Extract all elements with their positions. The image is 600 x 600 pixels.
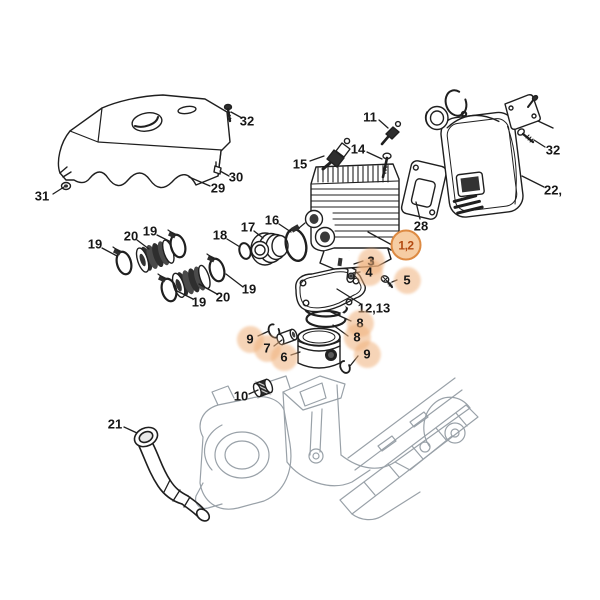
part-number: 19 (87, 236, 103, 252)
part-number: 1,2 (398, 238, 414, 252)
part-callout-32[interactable]: 32 (546, 143, 560, 158)
screw-5-drawing (380, 275, 394, 289)
engine-cover-drawing (57, 94, 231, 189)
part-callout-19[interactable]: 19 (242, 282, 256, 297)
part-callout-20[interactable]: 20 (124, 229, 138, 244)
part-number: 10 (233, 388, 249, 404)
muffler-drawing (440, 111, 524, 218)
part-number: 7 (263, 340, 271, 356)
muffler-clamp-ring-drawing (444, 89, 468, 118)
bolt-32-right-drawing (517, 128, 535, 144)
crankcase-drawing (195, 375, 479, 521)
clamp-19-a-drawing (112, 246, 133, 276)
part-callout-7[interactable]: 7 (263, 341, 270, 356)
part-callout-15[interactable]: 15 (293, 157, 307, 172)
part-number: 4 (365, 264, 373, 280)
part-callout-28[interactable]: 28 (414, 219, 428, 234)
clamp-16-drawing (284, 222, 308, 262)
part-number: 30 (228, 169, 244, 185)
part-number: 19 (241, 281, 257, 297)
part-number: 15 (292, 156, 308, 172)
part-callout-19[interactable]: 19 (143, 224, 157, 239)
part-callout-5[interactable]: 5 (403, 273, 410, 288)
clamp-19-c-drawing (157, 273, 178, 303)
elbow-boot-drawing (250, 232, 289, 266)
part-callout-20[interactable]: 20 (216, 290, 230, 305)
screw-32-left-drawing (223, 103, 233, 123)
part-callout-9[interactable]: 9 (246, 332, 253, 347)
part-callout-32[interactable]: 32 (240, 114, 254, 129)
muffler-gasket-drawing (400, 160, 448, 220)
part-number: 14 (350, 141, 366, 157)
part-callout-11[interactable]: 11 (363, 110, 377, 125)
part-callout-1-2[interactable]: 1,2 (390, 229, 422, 261)
decomp-valve-drawing (380, 120, 402, 146)
part-number: 28 (413, 218, 429, 234)
part-callout-19[interactable]: 19 (88, 237, 102, 252)
bolt-14-drawing (381, 152, 392, 179)
spark-plug-drawing (321, 137, 351, 171)
part-callout-14[interactable]: 14 (351, 142, 365, 157)
hose-lower-drawing (171, 264, 211, 299)
part-number: 11 (363, 109, 377, 125)
hose-21-drawing (133, 426, 211, 522)
clip-30-drawing (213, 161, 222, 175)
part-number: 20 (123, 228, 139, 244)
part-number: 19 (191, 294, 207, 310)
piston-drawing (297, 327, 341, 369)
part-callout-18[interactable]: 18 (213, 228, 227, 243)
part-callout-6[interactable]: 6 (280, 350, 287, 365)
part-callout-9[interactable]: 9 (363, 347, 370, 362)
part-number: 22, (543, 182, 563, 198)
part-number: 8 (353, 329, 361, 345)
part-callout-22[interactable]: 22, (544, 183, 562, 198)
deflector-plate-drawing (504, 94, 554, 130)
muffler-seal-drawing (424, 105, 449, 131)
part-number: 18 (212, 227, 228, 243)
part-callout-17[interactable]: 17 (241, 220, 255, 235)
part-number: 16 (264, 212, 280, 228)
part-number: 20 (215, 289, 231, 305)
part-callout-4[interactable]: 4 (365, 265, 372, 280)
part-number: 32 (545, 142, 561, 158)
part-number: 29 (210, 180, 226, 196)
part-callout-8[interactable]: 8 (353, 330, 360, 345)
part-number: 17 (240, 219, 256, 235)
part-number: 32 (239, 113, 255, 129)
part-callout-29[interactable]: 29 (211, 181, 225, 196)
part-callout-10[interactable]: 10 (234, 389, 248, 404)
part-callout-21[interactable]: 21 (108, 417, 122, 432)
part-number: 5 (403, 272, 411, 288)
part-callout-30[interactable]: 30 (229, 170, 243, 185)
part-callout-16[interactable]: 16 (265, 213, 279, 228)
needle-bearing-drawing (252, 378, 274, 398)
part-callout-31[interactable]: 31 (35, 189, 49, 204)
part-callout-19[interactable]: 19 (192, 295, 206, 310)
part-number: 21 (107, 416, 123, 432)
piston-pin-drawing (276, 328, 298, 346)
part-number: 19 (142, 223, 158, 239)
part-number: 6 (280, 349, 288, 365)
cylinder-drawing (304, 163, 400, 270)
part-number: 9 (363, 346, 371, 362)
part-number: 31 (34, 188, 50, 204)
clamp-19-d-drawing (206, 253, 226, 283)
clamp-19-b-drawing (167, 229, 187, 259)
circlip-right-drawing (339, 360, 351, 374)
part-number: 9 (246, 331, 254, 347)
